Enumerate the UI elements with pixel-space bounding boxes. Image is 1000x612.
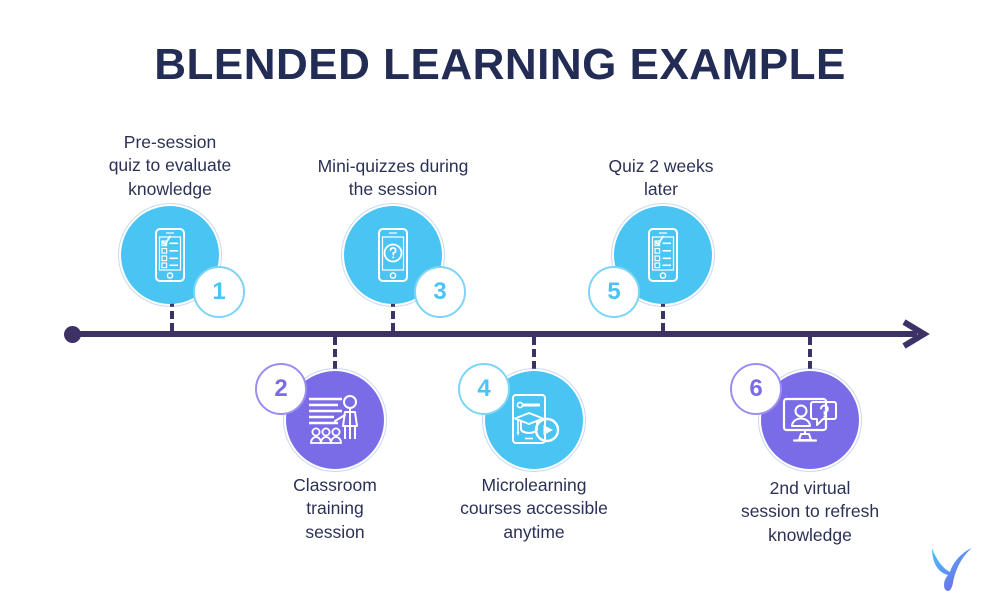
step-1-number: 1 <box>212 278 226 305</box>
step-1-caption: Pre-session quiz to evaluate knowledge <box>70 131 270 201</box>
step-5-connector <box>661 299 665 331</box>
step-6-caption-line-1: 2nd virtual <box>769 478 851 498</box>
step-1-caption-line-1: Pre-session <box>123 132 217 152</box>
step-1-caption-line-3: knowledge <box>128 178 212 199</box>
step-3-caption-line-2: the session <box>348 179 438 200</box>
step-4-caption-line-3: anytime <box>503 521 565 542</box>
smartphone-checklist-icon <box>155 228 185 282</box>
step-4-circle[interactable] <box>482 368 586 472</box>
step-2-number-badge[interactable]: 2 <box>255 363 307 415</box>
step-6-caption-line-2: session to refresh <box>740 501 880 522</box>
smartphone-graduation-play-icon <box>512 394 560 444</box>
step-5-caption-line-2: later <box>643 179 679 200</box>
page-title: BLENDED LEARNING EXAMPLE <box>154 40 846 89</box>
step-3-number-badge[interactable]: 3 <box>414 266 466 318</box>
step-6-number: 6 <box>749 375 763 402</box>
smartphone-checklist-icon <box>648 228 678 282</box>
step-4-caption: Microlearning courses accessible anytime <box>434 474 634 544</box>
step-2-number: 2 <box>274 375 288 402</box>
step-1-connector <box>170 299 174 331</box>
step-5-caption-line-1: Quiz 2 weeks <box>608 156 714 176</box>
y-brand-logo <box>932 548 972 591</box>
step-6-caption-line-3: knowledge <box>768 524 852 545</box>
step-3-number: 3 <box>433 278 447 305</box>
arrow-head-icon <box>902 319 930 349</box>
step-2-caption-line-1: Classroom <box>293 475 377 495</box>
step-4-caption-line-2: courses accessible <box>460 498 608 519</box>
step-6-caption: 2nd virtual session to refresh knowledge <box>710 477 910 547</box>
step-2-caption: Classroom training session <box>235 474 435 544</box>
step-4-number: 4 <box>477 375 491 402</box>
step-5-number: 5 <box>607 278 621 305</box>
step-2-caption-line-2: training <box>306 498 364 519</box>
step-4-number-badge[interactable]: 4 <box>458 363 510 415</box>
step-6-connector <box>808 337 812 369</box>
step-2-connector <box>333 337 337 369</box>
step-6-number-badge[interactable]: 6 <box>730 363 782 415</box>
classroom-whiteboard-trainer-icon <box>309 395 358 444</box>
step-3-caption: Mini-quizzes during the session <box>293 155 493 202</box>
step-2-caption-line-3: session <box>305 521 365 542</box>
monitor-video-call-question-icon <box>782 397 837 442</box>
timeline-axis-line <box>72 331 917 337</box>
step-4-caption-line-1: Microlearning <box>481 475 587 495</box>
step-3-connector <box>391 299 395 331</box>
step-1-number-badge[interactable]: 1 <box>193 266 245 318</box>
step-1-caption-line-2: quiz to evaluate <box>108 155 232 176</box>
step-5-caption: Quiz 2 weeks later <box>561 155 761 202</box>
smartphone-question-icon <box>378 228 408 282</box>
step-3-caption-line-1: Mini-quizzes during <box>317 156 469 176</box>
step-4-connector <box>532 337 536 369</box>
step-5-number-badge[interactable]: 5 <box>588 266 640 318</box>
